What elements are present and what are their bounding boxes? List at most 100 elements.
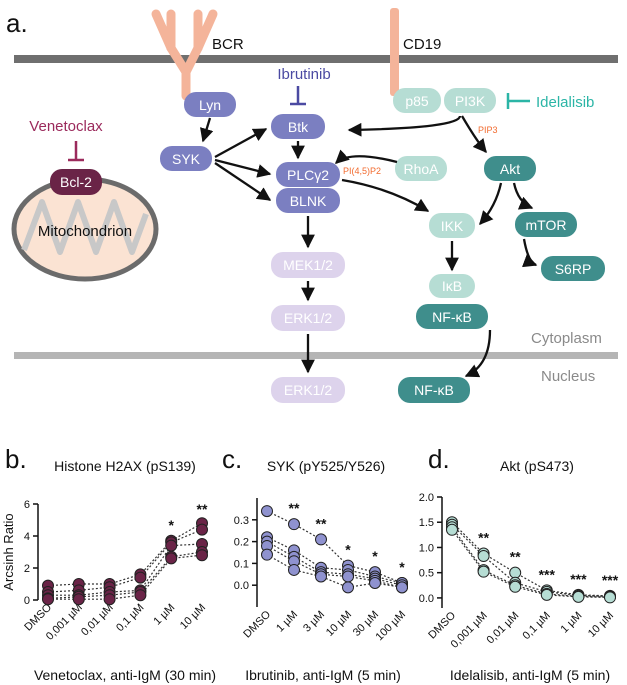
data-point <box>261 548 273 561</box>
significance-label: ** <box>316 515 327 531</box>
significance-label: ** <box>197 501 208 517</box>
ikk-node <box>429 213 475 238</box>
plasma-membrane <box>14 55 618 63</box>
series-line <box>266 510 403 584</box>
data-point <box>72 593 85 606</box>
cd19-label: CD19 <box>403 36 441 53</box>
series-line <box>451 521 611 597</box>
significance-label: *** <box>539 566 556 582</box>
blnk-node <box>276 188 340 213</box>
data-point <box>134 571 147 584</box>
plcg2-node <box>276 162 340 187</box>
data-point <box>509 566 522 579</box>
y-tick-label: 4 <box>24 531 30 543</box>
data-point <box>396 581 408 594</box>
y-tick-label: 0.5 <box>419 568 434 580</box>
significance-label: * <box>345 542 351 558</box>
panel-a: a. BCR CD19 Cytoplasm Nucleus Mitochondr… <box>6 8 618 403</box>
data-point <box>134 589 147 602</box>
s6rp-node <box>541 256 605 281</box>
mitochondrion-label: Mitochondrion <box>38 223 132 240</box>
x-tick-label: DMSO <box>241 608 273 640</box>
bcl2-node <box>50 169 102 195</box>
x-tick-label: 10 µM <box>324 609 354 639</box>
data-point <box>315 533 327 546</box>
data-point <box>261 505 273 518</box>
x-tick-label: 10 µM <box>586 610 616 640</box>
panel-c-label: c. <box>222 444 242 474</box>
ikk-label: IKK <box>441 218 464 234</box>
venetoclax-inhibition <box>68 141 84 162</box>
panel-d-label: d. <box>428 444 450 474</box>
mek-node <box>271 252 345 278</box>
ibrutinib-inhibition <box>290 86 306 106</box>
x-tick-label: 0,1 µM <box>114 602 146 634</box>
y-tick-label: 2 <box>24 563 30 575</box>
y-tick-label: 0.2 <box>234 537 249 549</box>
cd19-receptor <box>390 8 399 96</box>
series-line <box>48 554 203 600</box>
data-point <box>540 588 553 601</box>
data-point <box>369 577 381 590</box>
significance-label: * <box>399 559 405 575</box>
lyn-node <box>184 92 236 117</box>
x-tick-label: 100 µM <box>374 609 409 644</box>
data-point <box>509 580 522 593</box>
bcr-label: BCR <box>212 36 244 53</box>
venetoclax-label: Venetoclax <box>29 118 103 135</box>
y-tick-label: 6 <box>24 499 30 511</box>
s6rp-label: S6RP <box>555 261 592 277</box>
series-line <box>47 522 203 587</box>
plcg2-label: PLCγ2 <box>287 167 329 183</box>
ikb-label: IκB <box>442 278 462 294</box>
bcl2-label: Bcl-2 <box>60 174 92 190</box>
idelalisib-label: Idelalisib <box>536 94 594 111</box>
data-point <box>342 581 354 594</box>
blnk-label: BLNK <box>290 193 327 209</box>
cytoplasm-label: Cytoplasm <box>531 330 602 347</box>
chart-b-xlabel: Venetoclax, anti-IgM (30 min) <box>34 667 216 683</box>
series-line <box>48 543 203 596</box>
significance-label: *** <box>570 571 587 587</box>
y-tick-label: 0.0 <box>419 593 434 605</box>
nfkb-cyto-node <box>416 304 488 329</box>
x-tick-label: 1 µM <box>151 602 177 628</box>
data-point <box>477 565 490 578</box>
chart-d-xlabel: Idelalisib, anti-IgM (5 min) <box>450 667 610 683</box>
p85-node <box>393 88 441 113</box>
data-point <box>572 590 585 603</box>
data-point <box>446 523 458 536</box>
significance-label: ** <box>478 530 489 546</box>
data-point <box>103 593 116 606</box>
ikb-node <box>429 274 475 298</box>
pi45p2-label: PI(4,5)P2 <box>343 166 381 176</box>
series-line <box>266 554 403 588</box>
btk-label: Btk <box>288 119 309 135</box>
x-tick-label: 0,01 µM <box>79 602 116 639</box>
x-tick-label: 0,1 µM <box>520 610 552 642</box>
chart-c-title: SYK (pY525/Y526) <box>267 458 385 474</box>
bcr-receptor <box>151 9 218 101</box>
data-point <box>196 549 208 562</box>
data-point <box>288 563 300 576</box>
erk-cyto-label: ERK1/2 <box>284 310 332 326</box>
pip3-label: PIP3 <box>478 125 498 135</box>
significance-label: *** <box>602 572 619 588</box>
significance-label: ** <box>289 500 300 516</box>
akt-node <box>484 156 536 181</box>
akt-label: Akt <box>500 161 520 177</box>
significance-label: * <box>168 517 174 533</box>
series-line <box>266 536 403 584</box>
data-point <box>196 523 208 536</box>
rhoa-label: RhoA <box>403 161 439 177</box>
x-tick-label: 1 µM <box>559 610 585 636</box>
series-line <box>47 529 203 593</box>
data-point <box>288 518 300 531</box>
erk-cyto-node <box>271 305 345 331</box>
lyn-label: Lyn <box>199 97 221 113</box>
chart-b-title: Histone H2AX (pS139) <box>54 458 196 474</box>
data-point <box>315 570 327 583</box>
